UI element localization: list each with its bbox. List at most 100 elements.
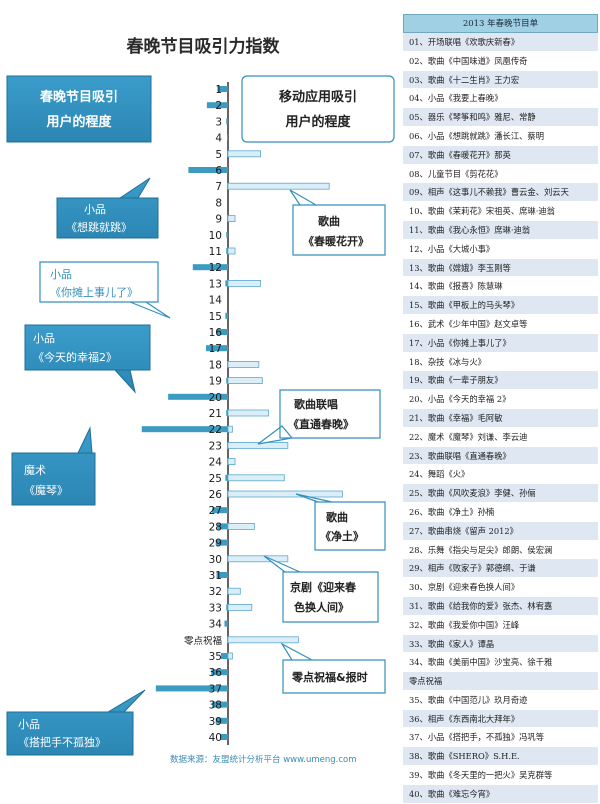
right-bar xyxy=(227,182,330,190)
left-bar xyxy=(220,653,228,659)
callout-lingdian-shape xyxy=(280,642,386,694)
category-label: 36 xyxy=(209,667,223,679)
category-label: 7 xyxy=(215,181,222,193)
program-list-item: 06、小品《想跳就跳》潘长江、蔡明 xyxy=(403,126,598,146)
category-label: 16 xyxy=(209,327,223,339)
program-list-item: 23、歌曲联唱《直通春晚》 xyxy=(403,446,598,466)
left-bar xyxy=(211,669,228,676)
left-bar xyxy=(226,118,228,125)
callout-tanshang-line1: 小品 xyxy=(50,268,72,281)
left-bar xyxy=(212,701,228,708)
left-bar xyxy=(220,734,228,740)
callout-zhitong: 歌曲联唱 《直通春晚》 xyxy=(257,389,381,445)
program-list-item: 16、武术《少年中国》赵文卓等 xyxy=(403,314,598,334)
left-bar xyxy=(188,167,228,173)
right-bar xyxy=(227,279,261,287)
program-list-item: 08、儿童节目《剪花花》 xyxy=(403,164,598,184)
right-bar xyxy=(227,652,233,660)
left-bar xyxy=(217,86,228,92)
right-bar xyxy=(227,360,260,368)
category-label: 31 xyxy=(209,570,222,582)
category-label: 22 xyxy=(209,424,222,436)
program-list-item: 05、器乐《琴筝和鸣》雅尼、常静 xyxy=(403,108,598,127)
callout-dabashou: 小品 《搭把手不孤独》 xyxy=(6,689,146,756)
callout-chunnuan: 歌曲 《春暖花开》 xyxy=(289,189,386,256)
category-label: 23 xyxy=(209,440,222,452)
category-label: 12 xyxy=(209,262,222,274)
callout-jingju: 京剧《迎来春 色换人间》 xyxy=(263,555,379,623)
category-label: 19 xyxy=(209,376,222,388)
left-bar xyxy=(226,248,228,254)
category-label: 39 xyxy=(209,716,222,728)
program-list-item: 27、歌曲串烧《留声 2012》 xyxy=(403,521,598,541)
program-list-item: 零点祝福 xyxy=(403,672,598,691)
program-list-item: 11、歌曲《我心永恒》席琳·迪翁 xyxy=(403,220,598,240)
callout-lingdian-line1: 零点祝福&报时 xyxy=(291,670,368,684)
left-bar xyxy=(226,377,228,384)
category-label: 6 xyxy=(215,165,222,177)
left-bar xyxy=(206,345,228,352)
callout-moqin-line2: 《魔琴》 xyxy=(24,483,68,497)
category-label: 34 xyxy=(209,619,223,631)
program-list-item: 30、京剧《迎来春色换人间》 xyxy=(403,578,598,597)
callout-tanshang-shape xyxy=(39,261,171,319)
program-list-item: 36、相声《东西南北大拜年》 xyxy=(403,709,598,729)
callout-jingju-line2: 色换人间》 xyxy=(294,600,349,614)
program-list-item: 19、歌曲《一辈子朋友》 xyxy=(403,371,598,391)
left-bar xyxy=(216,329,228,335)
category-label: 28 xyxy=(209,521,222,533)
left-bar xyxy=(155,685,228,692)
chart-title: 春晚节目吸引力指数 xyxy=(127,36,281,57)
right-bar xyxy=(227,474,285,482)
category-label: 21 xyxy=(209,408,222,420)
category-label: 29 xyxy=(209,538,222,550)
program-list-item: 34、歌曲《美丽中国》沙宝亮、徐千雅 xyxy=(403,653,598,673)
chart-area: 春晚节目吸引力指数 123456789101112131415161718192… xyxy=(6,36,395,765)
callout-jingju-shape xyxy=(263,555,379,623)
left-bar xyxy=(141,426,228,433)
callout-xiangtiao-shape xyxy=(56,177,159,239)
program-list-item: 10、歌曲《茉莉花》宋祖英、席琳·迪翁 xyxy=(403,202,598,221)
category-label: 18 xyxy=(209,359,222,371)
callout-tanshang: 小品 《你摊上事儿了》 xyxy=(39,261,171,319)
right-bar xyxy=(227,555,289,563)
program-list-item: 35、歌曲《中国范儿》玖月奇迹 xyxy=(403,690,598,710)
category-label: 14 xyxy=(209,295,223,307)
category-label: 13 xyxy=(209,278,222,290)
callout-lingdian: 零点祝福&报时 xyxy=(280,642,386,694)
left-bar xyxy=(216,572,228,578)
left-legend-box xyxy=(6,75,152,143)
category-label: 37 xyxy=(209,683,222,695)
right-bar xyxy=(227,458,236,466)
category-label: 33 xyxy=(209,602,222,614)
callout-jingtu-shape xyxy=(295,493,386,551)
program-list-item: 32、歌曲《我爱你中国》汪峰 xyxy=(403,615,598,635)
category-label: 40 xyxy=(209,732,222,744)
callout-dabashou-shape xyxy=(6,689,146,756)
callout-moqin: 魔术 《魔琴》 xyxy=(11,426,96,506)
left-bar xyxy=(192,264,228,271)
program-list-item: 20、小品《今天的幸福 2》 xyxy=(403,390,598,409)
callout-xiangtiao-line2: 《想跳就跳》 xyxy=(66,220,132,234)
right-bar xyxy=(227,247,236,255)
callout-jingtu-line2: 《净土》 xyxy=(320,529,364,543)
program-list-item: 09、相声《这事儿不赖我》曹云金、刘云天 xyxy=(403,183,598,203)
callout-xingfu2-line2: 《今天的幸福2》 xyxy=(33,350,117,364)
category-label: 2 xyxy=(215,100,222,112)
right-bar xyxy=(227,150,261,158)
category-label: 4 xyxy=(215,133,222,145)
left-bar xyxy=(206,102,228,109)
left-bar xyxy=(215,717,228,724)
program-list-item: 24、舞蹈《火》 xyxy=(403,465,598,485)
left-bar xyxy=(168,393,228,400)
program-list-item: 39、歌曲《冬天里的一把火》吴克群等 xyxy=(403,766,598,785)
program-list-item: 22、魔术《魔琴》刘谦、李云迪 xyxy=(403,427,598,447)
right-bar xyxy=(227,587,241,595)
category-label: 17 xyxy=(209,343,222,355)
category-label: 3 xyxy=(215,116,222,128)
program-list-item: 15、歌曲《甲板上的马头琴》 xyxy=(403,296,598,315)
source-note: 数据来源：友盟统计分析平台 www.umeng.com xyxy=(170,754,357,765)
callout-zhitong-shape xyxy=(257,389,381,445)
category-label: 5 xyxy=(215,149,222,161)
